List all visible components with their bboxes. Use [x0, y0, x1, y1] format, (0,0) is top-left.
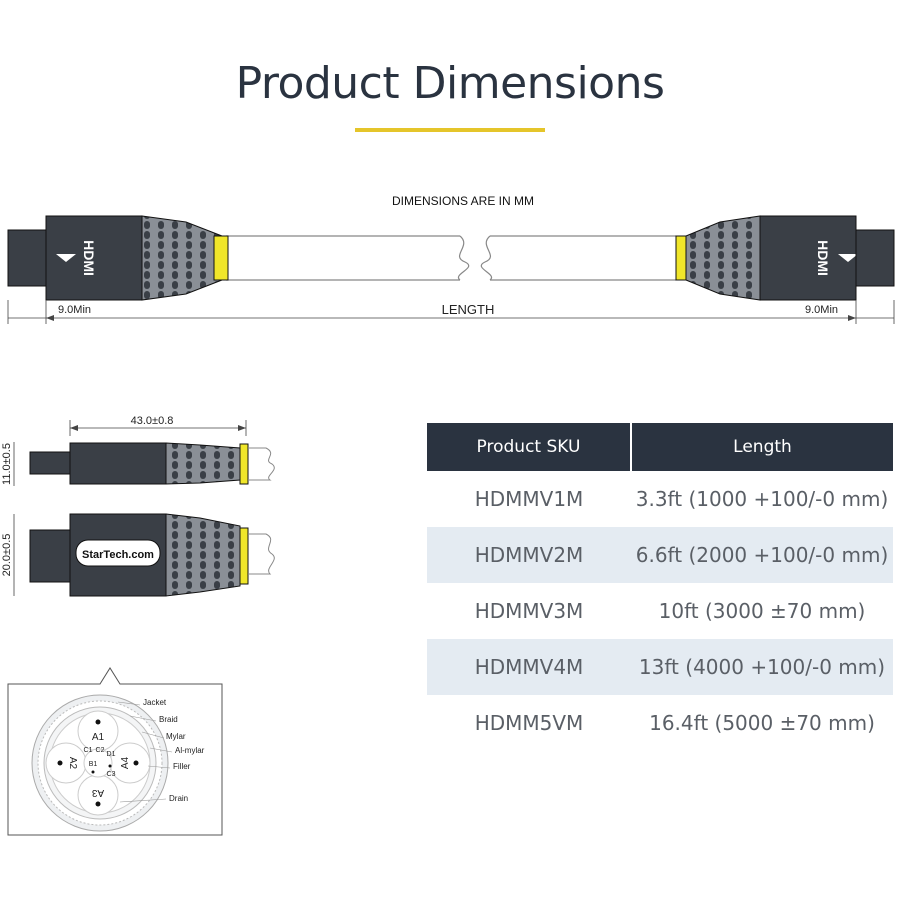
pair-a4: A4	[120, 756, 131, 769]
column-header-length: Length	[630, 423, 893, 471]
length-cell: 6.6ft (2000 +100/-0 mm)	[631, 527, 893, 583]
layer-braid: Braid	[159, 715, 178, 724]
sku-cell: HDMMV2M	[427, 527, 631, 583]
right-min-label: 9.0Min	[805, 304, 838, 316]
length-label: LENGTH	[442, 302, 495, 317]
table-header-row: Product SKU Length	[427, 423, 893, 471]
core-c3: C3	[107, 771, 116, 778]
table-row: HDMMV4M 13ft (4000 +100/-0 mm)	[427, 639, 893, 695]
hdmi-logo-left: HDMI	[81, 240, 97, 276]
length-cell: 13ft (4000 +100/-0 mm)	[631, 639, 893, 695]
cable-cross-section: A1 A2 A3 A4 C1 C2 D1 B1 C3 Jacket Braid …	[7, 667, 223, 836]
layer-filler: Filler	[173, 762, 191, 771]
sku-cell: HDMMV3M	[474, 599, 584, 623]
length-cell: 10ft (3000 ±70 mm)	[658, 599, 866, 623]
left-connector: HDMI	[7, 215, 229, 301]
layer-drain: Drain	[169, 794, 188, 803]
table-row: HDMMV1M 3.3ft (1000 +100/-0 mm)	[427, 471, 893, 527]
layer-al-mylar: Al-mylar	[175, 746, 205, 755]
pair-a2: A2	[67, 757, 78, 770]
length-cell: 16.4ft (5000 ±70 mm)	[649, 711, 875, 735]
connector-length-label: 43.0±0.8	[131, 415, 174, 427]
layer-mylar: Mylar	[166, 732, 186, 741]
hdmi-logo-right: HDMI	[815, 240, 831, 276]
column-header-sku: Product SKU	[427, 423, 631, 471]
top-dimension-lines: 9.0Min 9.0Min LENGTH	[7, 300, 895, 324]
length-cell: 3.3ft (1000 +100/-0 mm)	[635, 487, 889, 511]
table-row: HDMM5VM 16.4ft (5000 ±70 mm)	[427, 695, 893, 751]
core-b1: B1	[89, 761, 98, 768]
side-view-thickness: 43.0±0.8 11.0±0.5	[1, 415, 275, 486]
dimensions-note: DIMENSIONS ARE IN MM	[392, 194, 534, 208]
thickness-label: 11.0±0.5	[1, 443, 13, 485]
table-row: HDMMV3M 10ft (3000 ±70 mm)	[427, 583, 893, 639]
table-row: HDMMV2M 6.6ft (2000 +100/-0 mm)	[427, 527, 893, 583]
core-d1: D1	[107, 751, 116, 758]
pair-a3: A3	[91, 787, 104, 798]
sku-cell: HDMM5VM	[474, 711, 584, 735]
side-view-width: 20.0±0.5 StarTech.com	[1, 513, 275, 597]
right-connector: HDMI	[675, 215, 895, 301]
pair-a1: A1	[92, 732, 105, 743]
layer-jacket: Jacket	[143, 698, 167, 707]
sku-cell: HDMMV4M	[427, 639, 631, 695]
top-cable-diagram: DIMENSIONS ARE IN MM HDMI HDMI	[7, 194, 895, 324]
sku-length-table: Product SKU Length HDMMV1M 3.3ft (1000 +…	[427, 423, 893, 751]
sku-cell: HDMMV1M	[474, 487, 584, 511]
width-label: 20.0±0.5	[1, 534, 13, 577]
page-title: Product Dimensions	[235, 58, 665, 109]
core-c2: C2	[96, 747, 105, 754]
title-underline	[355, 128, 545, 132]
cable	[226, 235, 676, 281]
core-c1: C1	[84, 747, 93, 754]
left-min-label: 9.0Min	[58, 304, 91, 316]
brand-logo: StarTech.com	[82, 549, 154, 561]
